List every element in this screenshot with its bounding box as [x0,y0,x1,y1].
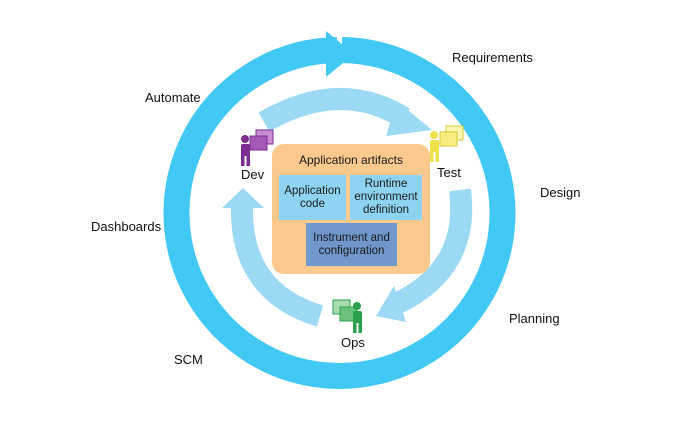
automate-label: Automate [145,90,201,105]
inner-arrow-right-head [376,286,406,322]
inner-arrow-top-head [386,101,432,136]
test-person-head [430,131,438,139]
planning-label: Planning [509,311,560,326]
dev-document-front [249,135,268,151]
inner-arrow-top-arc [258,87,410,132]
dev-person-body [241,144,250,156]
ops-person-leg-right [358,322,362,333]
runtime-environment-definition-box: Runtime environment definition [350,175,422,220]
ops-role-label: Ops [341,335,365,350]
ops-person-icon [332,299,362,333]
outer-ring-arc [163,37,516,389]
inner-arrow-left-arc [230,205,324,327]
test-role-label: Test [437,165,461,180]
dev-person-icon [241,129,274,166]
dev-person-leg-right [246,155,250,166]
test-document-front [439,131,458,147]
ops-person-leg-left [353,322,357,333]
outer-cycle-ring [163,31,516,389]
inner-arrow-test-to-ops [376,188,473,322]
test-person-body [430,140,439,152]
dev-person-head [241,135,249,143]
dashboards-label: Dashboards [91,219,162,234]
inner-arrow-dev-to-test [258,87,432,136]
application-code-box: Application code [279,175,346,220]
test-person-leg-left [430,151,434,162]
requirements-label: Requirements [452,50,533,65]
inner-arrow-left-head [222,188,264,208]
dev-role-label: Dev [241,167,265,182]
ops-person-head [353,302,361,310]
scm-label: SCM [174,352,203,367]
instrument-and-configuration-box: Instrument and configuration [306,223,397,266]
test-person-icon [430,125,464,162]
inner-arrow-ops-to-dev [222,188,324,327]
application-artifacts-title: Application artifacts [298,153,404,167]
inner-arrow-right-arc [392,188,473,313]
test-person-leg-right [435,151,439,162]
design-label: Design [540,185,581,200]
ops-person-body [353,311,362,323]
outer-ring-arrowhead [326,31,354,77]
dev-person-leg-left [241,155,245,166]
